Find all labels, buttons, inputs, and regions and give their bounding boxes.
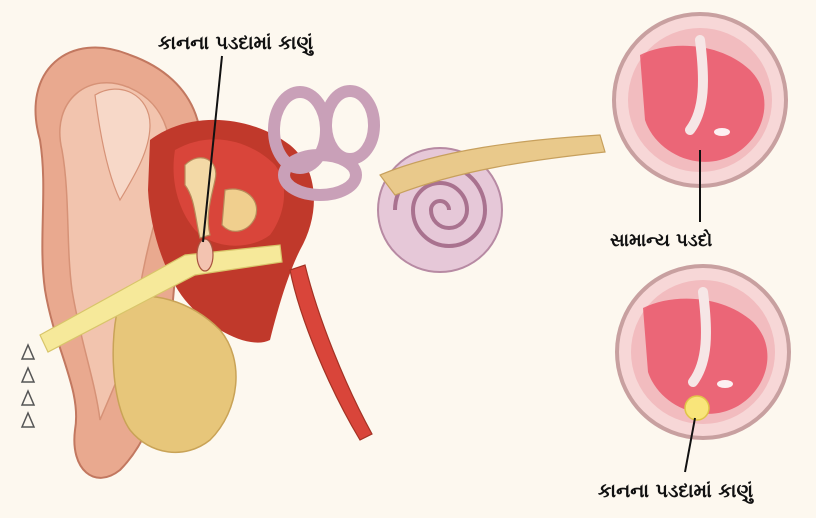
label-normal-eardrum: સામાન્ય પડદો <box>610 230 712 251</box>
eardrum <box>197 239 213 271</box>
label-perforated-eardrum-bottom: કાનના પડદામાં કાણું <box>598 480 753 502</box>
eardrum-hole <box>685 396 709 420</box>
eustachian-tube <box>290 265 372 440</box>
semicircular-canals <box>274 91 374 195</box>
perforated-eardrum-view <box>617 266 789 438</box>
label-perforated-eardrum-top: કાનના પડદામાં કાણું <box>158 32 313 54</box>
sound-wave-icon <box>22 345 34 427</box>
